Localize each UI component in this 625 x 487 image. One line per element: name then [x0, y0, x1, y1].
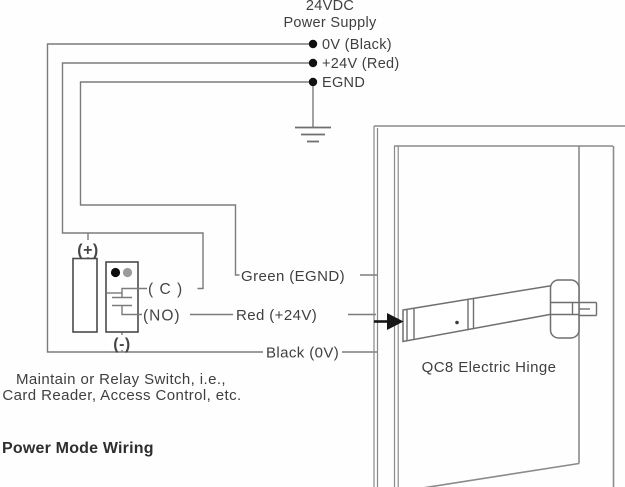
wire-label-green: Green (EGND) [241, 268, 345, 285]
relay-switch: (+) ( C ) (NO) (-) [72, 240, 183, 353]
switch-common-label: ( C ) [148, 281, 183, 298]
hinge-label: QC8 Electric Hinge [422, 359, 557, 376]
switch-minus-label: (-) [113, 336, 130, 353]
switch-power-box [72, 257, 98, 333]
hinge-pointer-arrow-icon [374, 313, 404, 330]
switch-caption-line2: Card Reader, Access Control, etc. [2, 387, 241, 404]
wire-egnd-path [79, 81, 313, 276]
wire-label-black: Black (0V) [266, 345, 339, 362]
terminal-bullet-egnd [308, 77, 318, 87]
wire-24v-path [61, 62, 313, 290]
device-center-case [549, 279, 580, 339]
indicator-black-dot [110, 267, 121, 278]
wire-0v-path [46, 43, 313, 353]
door-bottom-edge [423, 462, 580, 487]
plus-label-bg [75, 240, 101, 257]
door-illustration: QC8 Electric Hinge [373, 125, 625, 487]
power-supply: 24VDC Power Supply 0V (Black) +24V (Red)… [283, 0, 400, 143]
power-supply-title-line2: Power Supply [283, 15, 377, 31]
wiring-lines [46, 43, 377, 353]
push-bar-device [374, 279, 598, 343]
captions: Maintain or Relay Switch, i.e., Card Rea… [2, 371, 241, 457]
latch-stub [579, 301, 598, 317]
terminal-bullet-0v [308, 39, 318, 49]
switch-no-label: (NO) [143, 308, 181, 325]
wire-label-red: Red (+24V) [236, 307, 317, 324]
wire-labels: Green (EGND) Red (+24V) Black (0V) [236, 268, 345, 362]
power-supply-title-line1: 24VDC [306, 0, 354, 14]
switch-caption-line1: Maintain or Relay Switch, i.e., [16, 371, 226, 388]
minus-label-bg [108, 335, 136, 350]
indicator-gray-dot [122, 267, 133, 278]
contact-symbol [106, 287, 147, 316]
push-bar-body [402, 284, 554, 343]
terminal-label-0v: 0V (Black) [322, 37, 392, 53]
terminal-label-24v: +24V (Red) [322, 56, 400, 72]
switch-plus-label: (+) [77, 242, 99, 259]
earth-ground-icon [295, 86, 331, 143]
terminal-label-egnd: EGND [322, 75, 365, 91]
terminal-bullet-24v [308, 58, 318, 68]
diagram-title: Power Mode Wiring [2, 440, 154, 457]
push-bar-screw-dot [455, 320, 459, 325]
